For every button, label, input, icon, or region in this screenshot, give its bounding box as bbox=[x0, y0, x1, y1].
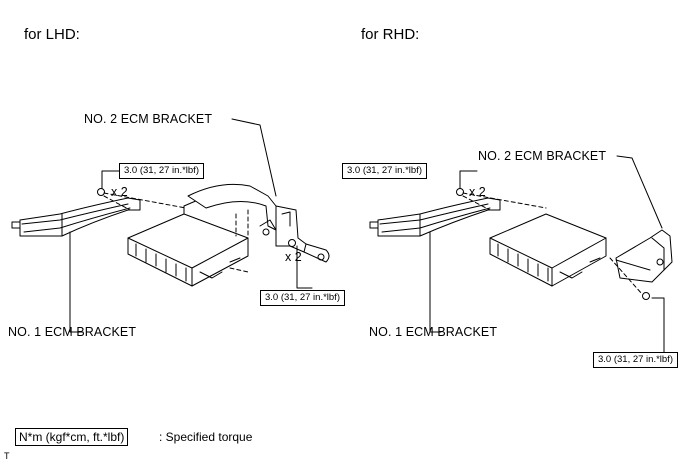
lhd-no1-ecm-bracket-label: NO. 1 ECM BRACKET bbox=[8, 325, 137, 339]
rhd-ecm-body bbox=[489, 213, 607, 287]
rhd-heading: for RHD: bbox=[361, 26, 420, 43]
lhd-heading: for LHD: bbox=[24, 26, 80, 43]
lhd-lower-bolt-qty: x 2 bbox=[285, 250, 302, 264]
torque-legend-description: : Specified torque bbox=[159, 430, 253, 444]
rhd-lower-torque-box: 3.0 (31, 27 in.*lbf) bbox=[593, 352, 678, 368]
lhd-lower-torque-leader bbox=[296, 245, 313, 289]
lhd-no1-ecm-bracket bbox=[11, 197, 141, 237]
rhd-no1-ecm-bracket bbox=[369, 197, 501, 237]
lhd-ecm-body bbox=[127, 199, 249, 287]
rhd-no1-ecm-bracket-label: NO. 1 ECM BRACKET bbox=[369, 325, 498, 339]
lhd-upper-torque-leader bbox=[101, 170, 120, 189]
rhd-no1-leader bbox=[429, 231, 442, 333]
torque-unit-legend-box: N*m (kgf*cm, ft.*lbf) bbox=[15, 428, 129, 446]
corner-mark: T bbox=[4, 451, 10, 461]
rhd-no2-leader bbox=[616, 155, 663, 229]
rhd-upper-bolt-qty: x 2 bbox=[469, 185, 486, 199]
lhd-dashed-lines bbox=[103, 192, 249, 273]
lhd-lower-torque-box: 3.0 (31, 27 in.*lbf) bbox=[260, 290, 345, 306]
lhd-no1-leader bbox=[69, 231, 84, 333]
lhd-upper-torque-box: 3.0 (31, 27 in.*lbf) bbox=[119, 163, 204, 179]
rhd-no2-ecm-bracket-label: NO. 2 ECM BRACKET bbox=[478, 149, 607, 163]
lhd-no2-leader bbox=[231, 118, 277, 197]
lhd-no2-ecm-bracket bbox=[187, 183, 330, 263]
rhd-upper-torque-box: 3.0 (31, 27 in.*lbf) bbox=[342, 163, 427, 179]
rhd-no2-ecm-bracket bbox=[615, 229, 673, 283]
lhd-no2-ecm-bracket-label: NO. 2 ECM BRACKET bbox=[84, 112, 213, 126]
rhd-dashed-lines bbox=[462, 192, 643, 295]
lhd-upper-bolt-qty: x 2 bbox=[111, 185, 128, 199]
rhd-lower-torque-leader bbox=[651, 297, 665, 353]
rhd-upper-torque-leader bbox=[459, 170, 478, 189]
lhd-bolts bbox=[97, 188, 296, 247]
